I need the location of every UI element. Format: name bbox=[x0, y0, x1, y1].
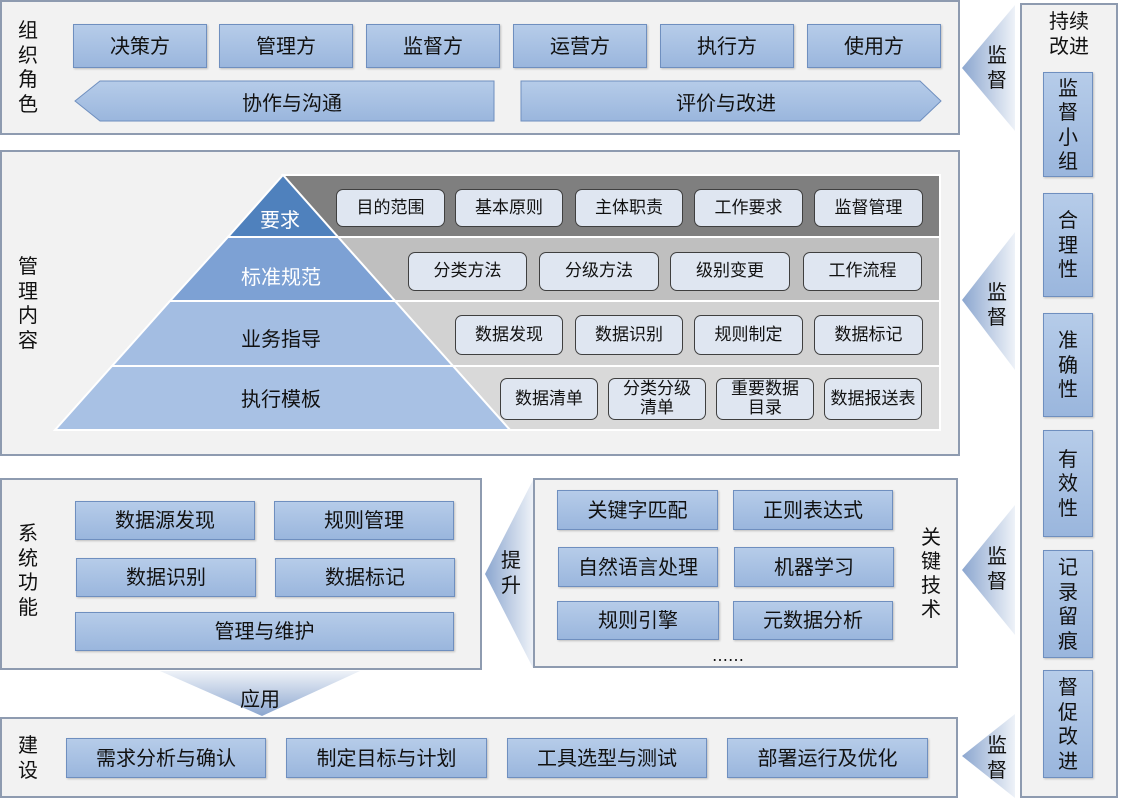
tech-machine-learning: 机器学习 bbox=[734, 547, 894, 587]
tech-more-ellipsis: …… bbox=[712, 645, 744, 665]
supervision-arrow-construction bbox=[962, 714, 1015, 798]
tech-metadata-analysis: 元数据分析 bbox=[733, 601, 893, 640]
evaluation-arrow-shape bbox=[520, 80, 942, 122]
apply-label: 应用 bbox=[240, 686, 280, 711]
role-box-operator: 运营方 bbox=[513, 24, 647, 68]
tag-subject-duties: 主体职责 bbox=[575, 189, 683, 227]
pyramid-level-templates bbox=[52, 365, 513, 431]
func-management-maintenance: 管理与维护 bbox=[75, 612, 454, 651]
tech-keyword-matching: 关键字匹配 bbox=[557, 490, 718, 530]
tag-level-change: 级别变更 bbox=[670, 252, 790, 291]
improve-item-accuracy-text: 准确性 bbox=[1058, 328, 1078, 402]
org-roles-label: 组织角色 bbox=[18, 18, 38, 116]
role-box-manager: 管理方 bbox=[219, 24, 353, 68]
tag-work-requirements: 工作要求 bbox=[694, 189, 803, 227]
supervision-label-technology: 监督 bbox=[987, 544, 1007, 593]
improve-item-rationality-text: 合理性 bbox=[1058, 208, 1078, 282]
system-functions-label: 系统功能 bbox=[18, 521, 38, 619]
tag-classification-grading-list: 分类分级清单 bbox=[608, 378, 706, 420]
step-goal-planning: 制定目标与计划 bbox=[286, 738, 487, 778]
tag-important-data-catalog-text: 重要数据目录 bbox=[731, 379, 799, 418]
tech-regex: 正则表达式 bbox=[733, 490, 893, 530]
continuous-improvement-title: 持续改进 bbox=[1049, 9, 1089, 58]
tag-data-identification: 数据识别 bbox=[575, 315, 683, 355]
pyramid-label-templates: 执行模板 bbox=[241, 386, 321, 411]
improve-item-rationality: 合理性 bbox=[1043, 193, 1093, 297]
step-requirement-analysis: 需求分析与确认 bbox=[66, 738, 266, 778]
tag-grading-method: 分级方法 bbox=[539, 252, 659, 291]
supervision-label-roles: 监督 bbox=[987, 43, 1007, 92]
supervision-arrow-technology bbox=[962, 505, 1015, 635]
improve-item-urge-improvement: 督促改进 bbox=[1043, 670, 1093, 778]
management-content-label: 管理内容 bbox=[18, 254, 38, 352]
improve-item-supervision-group: 监督小组 bbox=[1043, 72, 1093, 177]
tech-nlp: 自然语言处理 bbox=[558, 547, 718, 587]
pyramid-label-guidance: 业务指导 bbox=[241, 326, 321, 351]
step-deployment-optimization: 部署运行及优化 bbox=[727, 738, 928, 778]
role-box-supervisor: 监督方 bbox=[366, 24, 500, 68]
tag-basic-principles: 基本原则 bbox=[455, 189, 563, 227]
pyramid-label-standards: 标准规范 bbox=[241, 264, 321, 289]
improve-item-supervision-group-text: 监督小组 bbox=[1058, 75, 1078, 174]
collaboration-arrow-label: 协作与沟通 bbox=[242, 90, 342, 115]
tag-classification-grading-list-text: 分类分级清单 bbox=[623, 379, 691, 418]
improve-item-record-trace-text: 记录留痕 bbox=[1058, 555, 1078, 653]
step-tool-selection: 工具选型与测试 bbox=[507, 738, 707, 778]
func-data-identification: 数据识别 bbox=[76, 558, 256, 597]
role-box-user: 使用方 bbox=[807, 24, 941, 68]
enhance-arrow-shape bbox=[485, 480, 533, 668]
func-data-source-discovery: 数据源发现 bbox=[75, 501, 255, 540]
func-data-marking: 数据标记 bbox=[275, 558, 455, 597]
tag-classification-method: 分类方法 bbox=[408, 252, 527, 291]
key-technologies-label: 关键技术 bbox=[921, 525, 941, 621]
tag-data-discovery: 数据发现 bbox=[455, 315, 563, 355]
func-rule-management: 规则管理 bbox=[274, 501, 454, 540]
supervision-label-content: 监督 bbox=[987, 280, 1007, 329]
tag-purpose-scope: 目的范围 bbox=[336, 189, 445, 227]
tag-workflow: 工作流程 bbox=[803, 252, 922, 291]
role-box-decision-maker: 决策方 bbox=[73, 24, 207, 68]
tag-supervision-management: 监督管理 bbox=[814, 189, 923, 227]
improve-item-urge-improvement-text: 督促改进 bbox=[1058, 675, 1078, 773]
improve-item-effectiveness-text: 有效性 bbox=[1058, 446, 1078, 520]
tag-rule-making: 规则制定 bbox=[694, 315, 803, 355]
improve-item-effectiveness: 有效性 bbox=[1043, 430, 1093, 537]
construction-label: 建设 bbox=[18, 733, 38, 782]
supervision-arrow-content bbox=[962, 232, 1015, 370]
evaluation-arrow-label: 评价与改进 bbox=[676, 90, 776, 115]
supervision-arrow-roles bbox=[962, 5, 1015, 131]
supervision-label-construction: 监督 bbox=[987, 733, 1007, 782]
improve-item-accuracy: 准确性 bbox=[1043, 313, 1093, 417]
collaboration-arrow-shape bbox=[74, 80, 495, 122]
apply-arrow-shape bbox=[160, 671, 360, 716]
tech-rule-engine: 规则引擎 bbox=[557, 601, 719, 640]
pyramid-label-requirements: 要求 bbox=[260, 207, 300, 232]
tag-data-list: 数据清单 bbox=[500, 378, 598, 420]
improve-item-record-trace: 记录留痕 bbox=[1043, 550, 1093, 658]
tag-data-submission-form: 数据报送表 bbox=[824, 378, 922, 420]
role-box-executor: 执行方 bbox=[660, 24, 794, 68]
enhance-label: 提升 bbox=[501, 548, 521, 597]
tag-important-data-catalog: 重要数据目录 bbox=[716, 378, 814, 420]
tag-data-marking: 数据标记 bbox=[814, 315, 923, 355]
